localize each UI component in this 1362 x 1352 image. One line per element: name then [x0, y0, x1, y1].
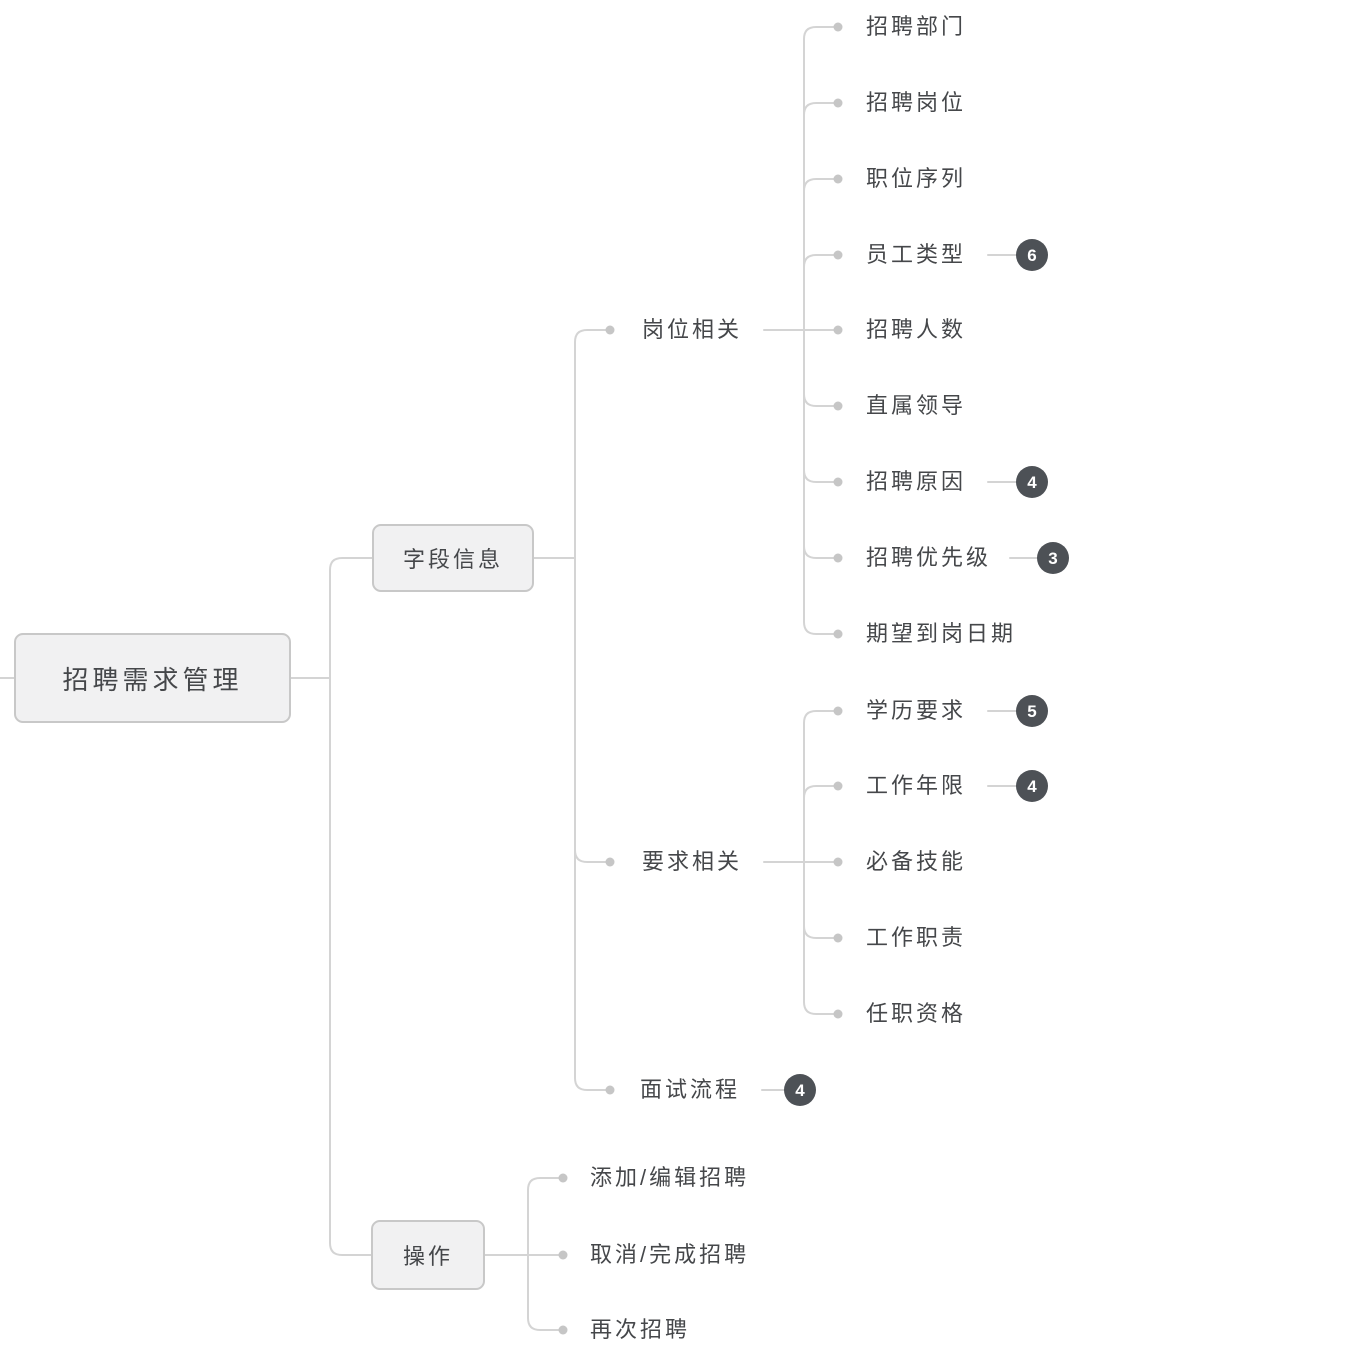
connector-recruit-position [803, 102, 839, 331]
connector-job-duties [803, 861, 839, 939]
collapse-dot[interactable] [833, 401, 843, 411]
connector-expected-onboard-date [803, 329, 839, 635]
node-position-sequence[interactable]: 职位序列 [866, 166, 967, 191]
node-interview-process[interactable]: 面试流程 [640, 1077, 741, 1102]
collapse-dot[interactable] [833, 629, 843, 639]
node-job-duties[interactable]: 工作职责 [866, 925, 967, 950]
node-work-years[interactable]: 工作年限 [866, 773, 967, 798]
node-recruit-reason[interactable]: 招聘原因 [866, 469, 967, 494]
collapse-dot[interactable] [833, 781, 843, 791]
collapse-dot[interactable] [833, 706, 843, 716]
node-recruit-again[interactable]: 再次招聘 [590, 1317, 691, 1342]
badge-interview-process[interactable]: 4 [784, 1074, 816, 1106]
node-operations-label: 操作 [402, 1244, 453, 1269]
connector-requirement-related [574, 557, 611, 863]
connector-work-years [803, 785, 839, 863]
node-expected-onboard-date[interactable]: 期望到岗日期 [866, 621, 1017, 646]
connector-employee-type [803, 254, 839, 331]
collapse-dot[interactable] [605, 1085, 615, 1095]
connector-interview-process [574, 557, 611, 1091]
connector-education-requirement [803, 710, 839, 863]
collapse-dot[interactable] [833, 325, 843, 335]
connector-root-field-info [329, 557, 373, 679]
node-recruit-headcount[interactable]: 招聘人数 [866, 317, 967, 342]
connector-lines [0, 26, 1038, 1331]
connector-position-related [574, 329, 611, 559]
node-education-requirement[interactable]: 学历要求 [866, 698, 967, 723]
connector-qualifications [803, 861, 839, 1015]
connector-position-sequence [803, 178, 839, 331]
collapse-dot[interactable] [833, 553, 843, 563]
collapse-dot[interactable] [833, 933, 843, 943]
node-add-edit-recruit[interactable]: 添加/编辑招聘 [590, 1165, 750, 1190]
node-recruitment-demand-management-label: 招聘需求管理 [62, 664, 243, 695]
node-recruit-priority[interactable]: 招聘优先级 [866, 545, 992, 570]
connector-direct-leader [803, 329, 839, 407]
node-field-info[interactable]: 字段信息 [372, 524, 534, 592]
collapse-dot[interactable] [833, 174, 843, 184]
collapse-dot[interactable] [833, 22, 843, 32]
node-qualifications[interactable]: 任职资格 [866, 1001, 967, 1026]
collapse-dot[interactable] [558, 1250, 568, 1260]
node-employee-type[interactable]: 员工类型 [866, 242, 967, 267]
node-position-related[interactable]: 岗位相关 [642, 317, 743, 342]
collapse-dot[interactable] [605, 325, 615, 335]
node-requirement-related[interactable]: 要求相关 [642, 849, 743, 874]
node-recruit-position[interactable]: 招聘岗位 [866, 90, 967, 115]
collapse-dot[interactable] [833, 98, 843, 108]
collapse-dot[interactable] [833, 1009, 843, 1019]
collapse-dot[interactable] [833, 477, 843, 487]
badge-employee-type[interactable]: 6 [1016, 239, 1048, 271]
connector-add-edit-recruit [527, 1177, 564, 1256]
node-required-skills[interactable]: 必备技能 [866, 849, 967, 874]
node-recruit-department[interactable]: 招聘部门 [866, 14, 967, 39]
badge-education-requirement[interactable]: 5 [1016, 695, 1048, 727]
collapse-dots [558, 22, 843, 1335]
connector-root-operations [329, 677, 372, 1256]
collapse-dot[interactable] [833, 250, 843, 260]
node-operations[interactable]: 操作 [371, 1220, 485, 1290]
node-recruitment-demand-management[interactable]: 招聘需求管理 [14, 633, 291, 723]
connector-recruit-department [803, 26, 839, 331]
badge-work-years[interactable]: 4 [1016, 770, 1048, 802]
connector-recruit-priority [803, 329, 839, 559]
collapse-dot[interactable] [833, 857, 843, 867]
connector-recruit-again [527, 1254, 564, 1331]
node-cancel-complete-recruit[interactable]: 取消/完成招聘 [590, 1242, 750, 1267]
collapse-dot[interactable] [558, 1173, 568, 1183]
node-field-info-label: 字段信息 [402, 547, 503, 572]
node-direct-leader[interactable]: 直属领导 [866, 393, 967, 418]
collapse-dot[interactable] [605, 857, 615, 867]
badge-recruit-reason[interactable]: 4 [1016, 466, 1048, 498]
collapse-dot[interactable] [558, 1325, 568, 1335]
badge-recruit-priority[interactable]: 3 [1037, 542, 1069, 574]
